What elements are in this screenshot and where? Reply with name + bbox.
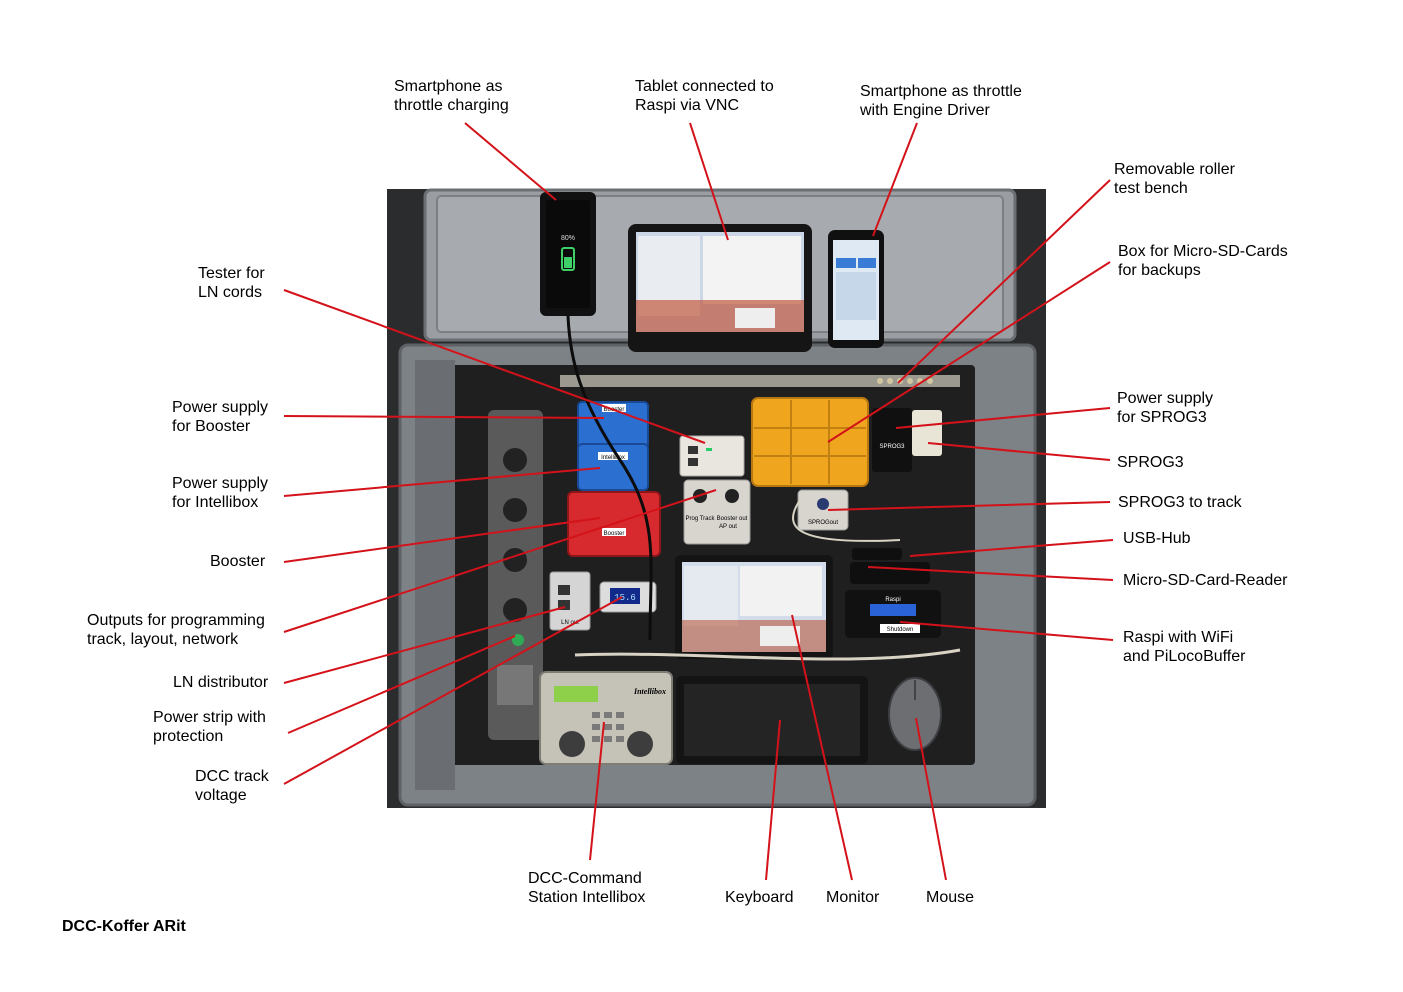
label-roller-bench: Removable roller test bench (1114, 161, 1235, 197)
mouse-device (888, 677, 942, 751)
label-sd-box: Box for Micro-SD-Cards for backups (1118, 243, 1288, 279)
intellibox-station: Intellibox (539, 671, 673, 765)
keyboard-device (676, 676, 868, 764)
booster-tag-text: Booster (604, 407, 625, 413)
smartphone-throttle (828, 230, 884, 348)
prog-track-text: Prog Track (685, 516, 715, 522)
label-power-strip: Power strip with protection (153, 709, 266, 745)
page-title: DCC-Koffer ARit (62, 918, 186, 935)
booster-power-supply: Booster (577, 401, 649, 449)
sprog-tag-text: SPROG3 (879, 444, 905, 450)
label-ln-distributor: LN distributor (173, 674, 269, 691)
label-command-station: DCC-Command Station Intellibox (528, 870, 646, 906)
label-monitor: Monitor (826, 889, 880, 906)
intellibox-tag-text: Intellibox (601, 455, 625, 461)
label-usb-hub: USB-Hub (1123, 530, 1191, 547)
label-sd-reader: Micro-SD-Card-Reader (1123, 572, 1288, 589)
label-keyboard: Keyboard (725, 889, 794, 906)
ln-tester (679, 435, 745, 477)
shutdown-text: Shutdown (887, 627, 914, 633)
phone-battery-text: 80% (561, 235, 575, 242)
intellibox-brand-text: Intellibox (633, 687, 666, 696)
ap-out-text: AP out (719, 524, 737, 530)
sprog-out-text: SPROGout (808, 520, 838, 526)
outputs-box: Prog Track Booster out AP out (683, 479, 751, 545)
voltmeter-text: 15.6 (614, 593, 636, 603)
label-sprog3: SPROG3 (1117, 454, 1184, 471)
monitor (675, 555, 833, 659)
sprog-out-box: SPROGout (797, 489, 849, 531)
label-raspi: Raspi with WiFi and PiLocoBuffer (1123, 629, 1246, 665)
ln-distributor-box: LN out (549, 571, 591, 631)
label-smartphone-throttle: Smartphone as throttle with Engine Drive… (860, 83, 1022, 119)
label-ps-booster: Power supply for Booster (172, 399, 269, 435)
label-smartphone-charging: Smartphone as throttle charging (394, 78, 509, 114)
booster-out-text: Booster out (717, 516, 748, 522)
label-ln-tester: Tester for LN cords (198, 265, 265, 301)
raspi-unit: Raspi Shutdown (845, 590, 941, 638)
label-ps-sprog3: Power supply for SPROG3 (1117, 390, 1214, 426)
label-outputs: Outputs for programming track, layout, n… (87, 612, 265, 648)
smartphone-charging: 80% (540, 192, 596, 316)
raspi-tag-text: Raspi (885, 597, 900, 603)
label-booster: Booster (210, 553, 266, 570)
power-strip (488, 410, 543, 740)
usb-hub (852, 548, 902, 560)
tablet (628, 224, 812, 352)
label-sprog3-track: SPROG3 to track (1118, 494, 1242, 511)
sd-reader (850, 562, 930, 584)
label-tablet-vnc: Tablet connected to Raspi via VNC (635, 78, 774, 114)
voltmeter: 15.6 (599, 581, 657, 613)
booster-unit-tag: Booster (604, 531, 625, 537)
label-ps-intellibox: Power supply for Intellibox (172, 475, 269, 511)
label-mouse: Mouse (926, 889, 975, 906)
label-dcc-voltage: DCC track voltage (195, 768, 269, 804)
sd-card-box (751, 397, 869, 487)
ln-out-text: LN out (561, 620, 579, 626)
